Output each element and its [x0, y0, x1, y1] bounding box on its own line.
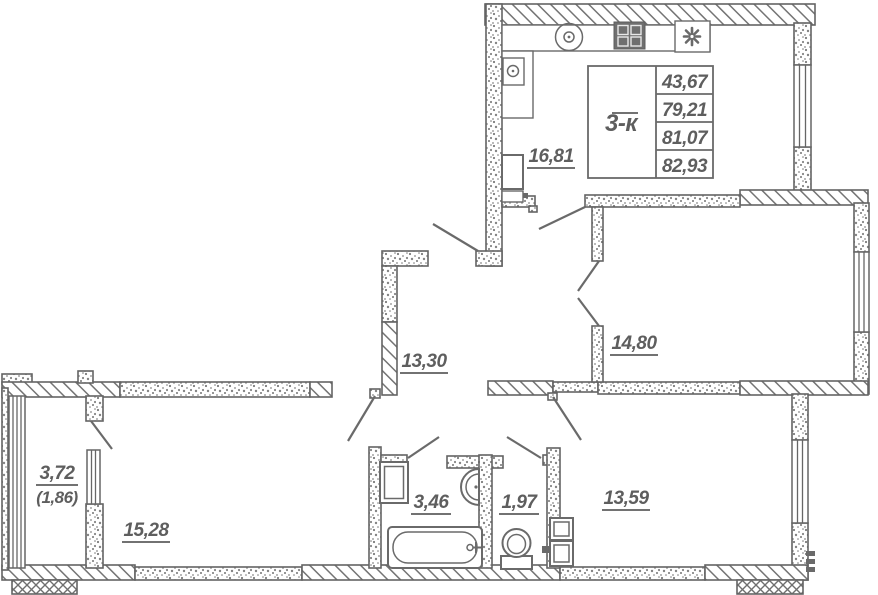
- wall-15-28-top-b: [119, 381, 311, 398]
- doors: [90, 206, 600, 459]
- area-table: 3-к 43,67 79,21 81,07 82,93: [587, 65, 714, 179]
- wall-bottom-e: [704, 564, 809, 581]
- wall-13-59-right-upper: [791, 393, 809, 441]
- bedroom-left-door-swing: [347, 395, 376, 442]
- room-label-hall: 13,30: [401, 351, 447, 372]
- bedroom-right-door-swing-a: [577, 260, 600, 292]
- room-label-wc: 1,97: [502, 492, 539, 513]
- area-value-overall: 82,93: [662, 156, 708, 177]
- room-label-bedroom-bottom: 13,59: [603, 488, 649, 509]
- wall-balcony-partition-bottom: [85, 503, 104, 569]
- wall-bathroom-left: [368, 446, 382, 569]
- wall-balcony-partition-top: [85, 395, 104, 422]
- fridge-icon: [501, 154, 528, 203]
- area-value-total: 81,07: [662, 128, 709, 149]
- room-label-bedroom-left: 15,28: [123, 520, 169, 541]
- bathtub-icon: [387, 526, 483, 569]
- wall-hall-left-upper: [381, 265, 398, 323]
- kitchen-door-swing: [538, 206, 586, 230]
- window-kitchen-right: [793, 64, 812, 148]
- wall-15-28-top-c: [309, 381, 333, 398]
- wall-14-80-bottom-right: [739, 380, 869, 396]
- pier-bottom-left: [11, 579, 78, 595]
- room-label-kitchen: 16,81: [528, 146, 573, 167]
- room-label-bathroom: 3,46: [414, 492, 450, 513]
- bathroom-door-swing: [407, 436, 440, 459]
- wall-hall-top: [381, 250, 429, 267]
- wc-door-swing: [506, 436, 542, 459]
- wall-top: [484, 3, 816, 26]
- wall-bathroom-top: [446, 455, 504, 469]
- window-13-59-right: [791, 439, 809, 524]
- wall-15-28-top-a: [1, 381, 121, 398]
- wall-14-80-left-lower: [591, 325, 604, 383]
- room-label-balcony-reduced: (1,86): [36, 488, 78, 507]
- stove-icon: [613, 21, 646, 50]
- wall-hall-13-59: [487, 380, 554, 396]
- room-labels: 16,81 13,30 14,80 15,28 13,59 3,46 1,97 …: [36, 146, 658, 543]
- wall-14-80-bottom: [597, 381, 741, 395]
- wall-bottom-d: [559, 566, 706, 581]
- wall-kitchen-south: [584, 194, 741, 208]
- balcony-door-swing: [90, 420, 113, 450]
- windows: [8, 64, 870, 569]
- jamb-kitchen-door: [528, 205, 538, 213]
- boiler-kitchen-icon: [502, 57, 525, 86]
- water-heater-icon: [542, 517, 574, 567]
- wall-far-right-upper: [853, 202, 870, 253]
- jamb-13-59-door: [547, 392, 558, 401]
- room-label-bedroom-right: 14,80: [611, 333, 657, 354]
- apartment-type-label: 3-к: [605, 110, 639, 137]
- kitchen-sink-icon: [554, 22, 584, 52]
- pier-bottom-right: [736, 579, 804, 595]
- washing-machine-icon: [379, 461, 409, 504]
- wall-13-59-top-left: [552, 381, 599, 393]
- wall-14-80-left-upper: [591, 206, 604, 262]
- wall-balcony-tick: [77, 370, 94, 384]
- bedroom-right-door-swing-b: [577, 297, 600, 327]
- wall-kitchen-right-lower: [793, 146, 812, 193]
- wall-kitchen-right-upper: [793, 22, 812, 66]
- room-label-balcony: 3,72: [40, 463, 76, 484]
- exterior-ticks: [806, 551, 815, 572]
- wall-balcony-outer: [1, 387, 9, 571]
- area-value-living: 43,67: [661, 72, 709, 93]
- window-balcony-partition: [86, 449, 101, 505]
- area-value-apartment: 79,21: [662, 100, 707, 121]
- wall-hall-left-lower: [381, 321, 398, 396]
- wall-kitchen-left: [485, 3, 503, 267]
- bedroom-bottom-door-swing: [552, 396, 582, 441]
- wall-step-right: [739, 189, 869, 206]
- entrance-door-swing: [432, 223, 479, 252]
- vent-fan-icon: [674, 20, 711, 53]
- fixtures: [379, 20, 711, 570]
- wall-bottom-b: [134, 566, 303, 581]
- toilet-icon: [500, 528, 533, 570]
- exterior-walls: [1, 3, 870, 595]
- window-balcony-glazing: [8, 395, 26, 569]
- window-14-80-right: [853, 251, 870, 333]
- sink-icon: [459, 467, 480, 507]
- wall-kitchen-left-foot: [475, 250, 503, 267]
